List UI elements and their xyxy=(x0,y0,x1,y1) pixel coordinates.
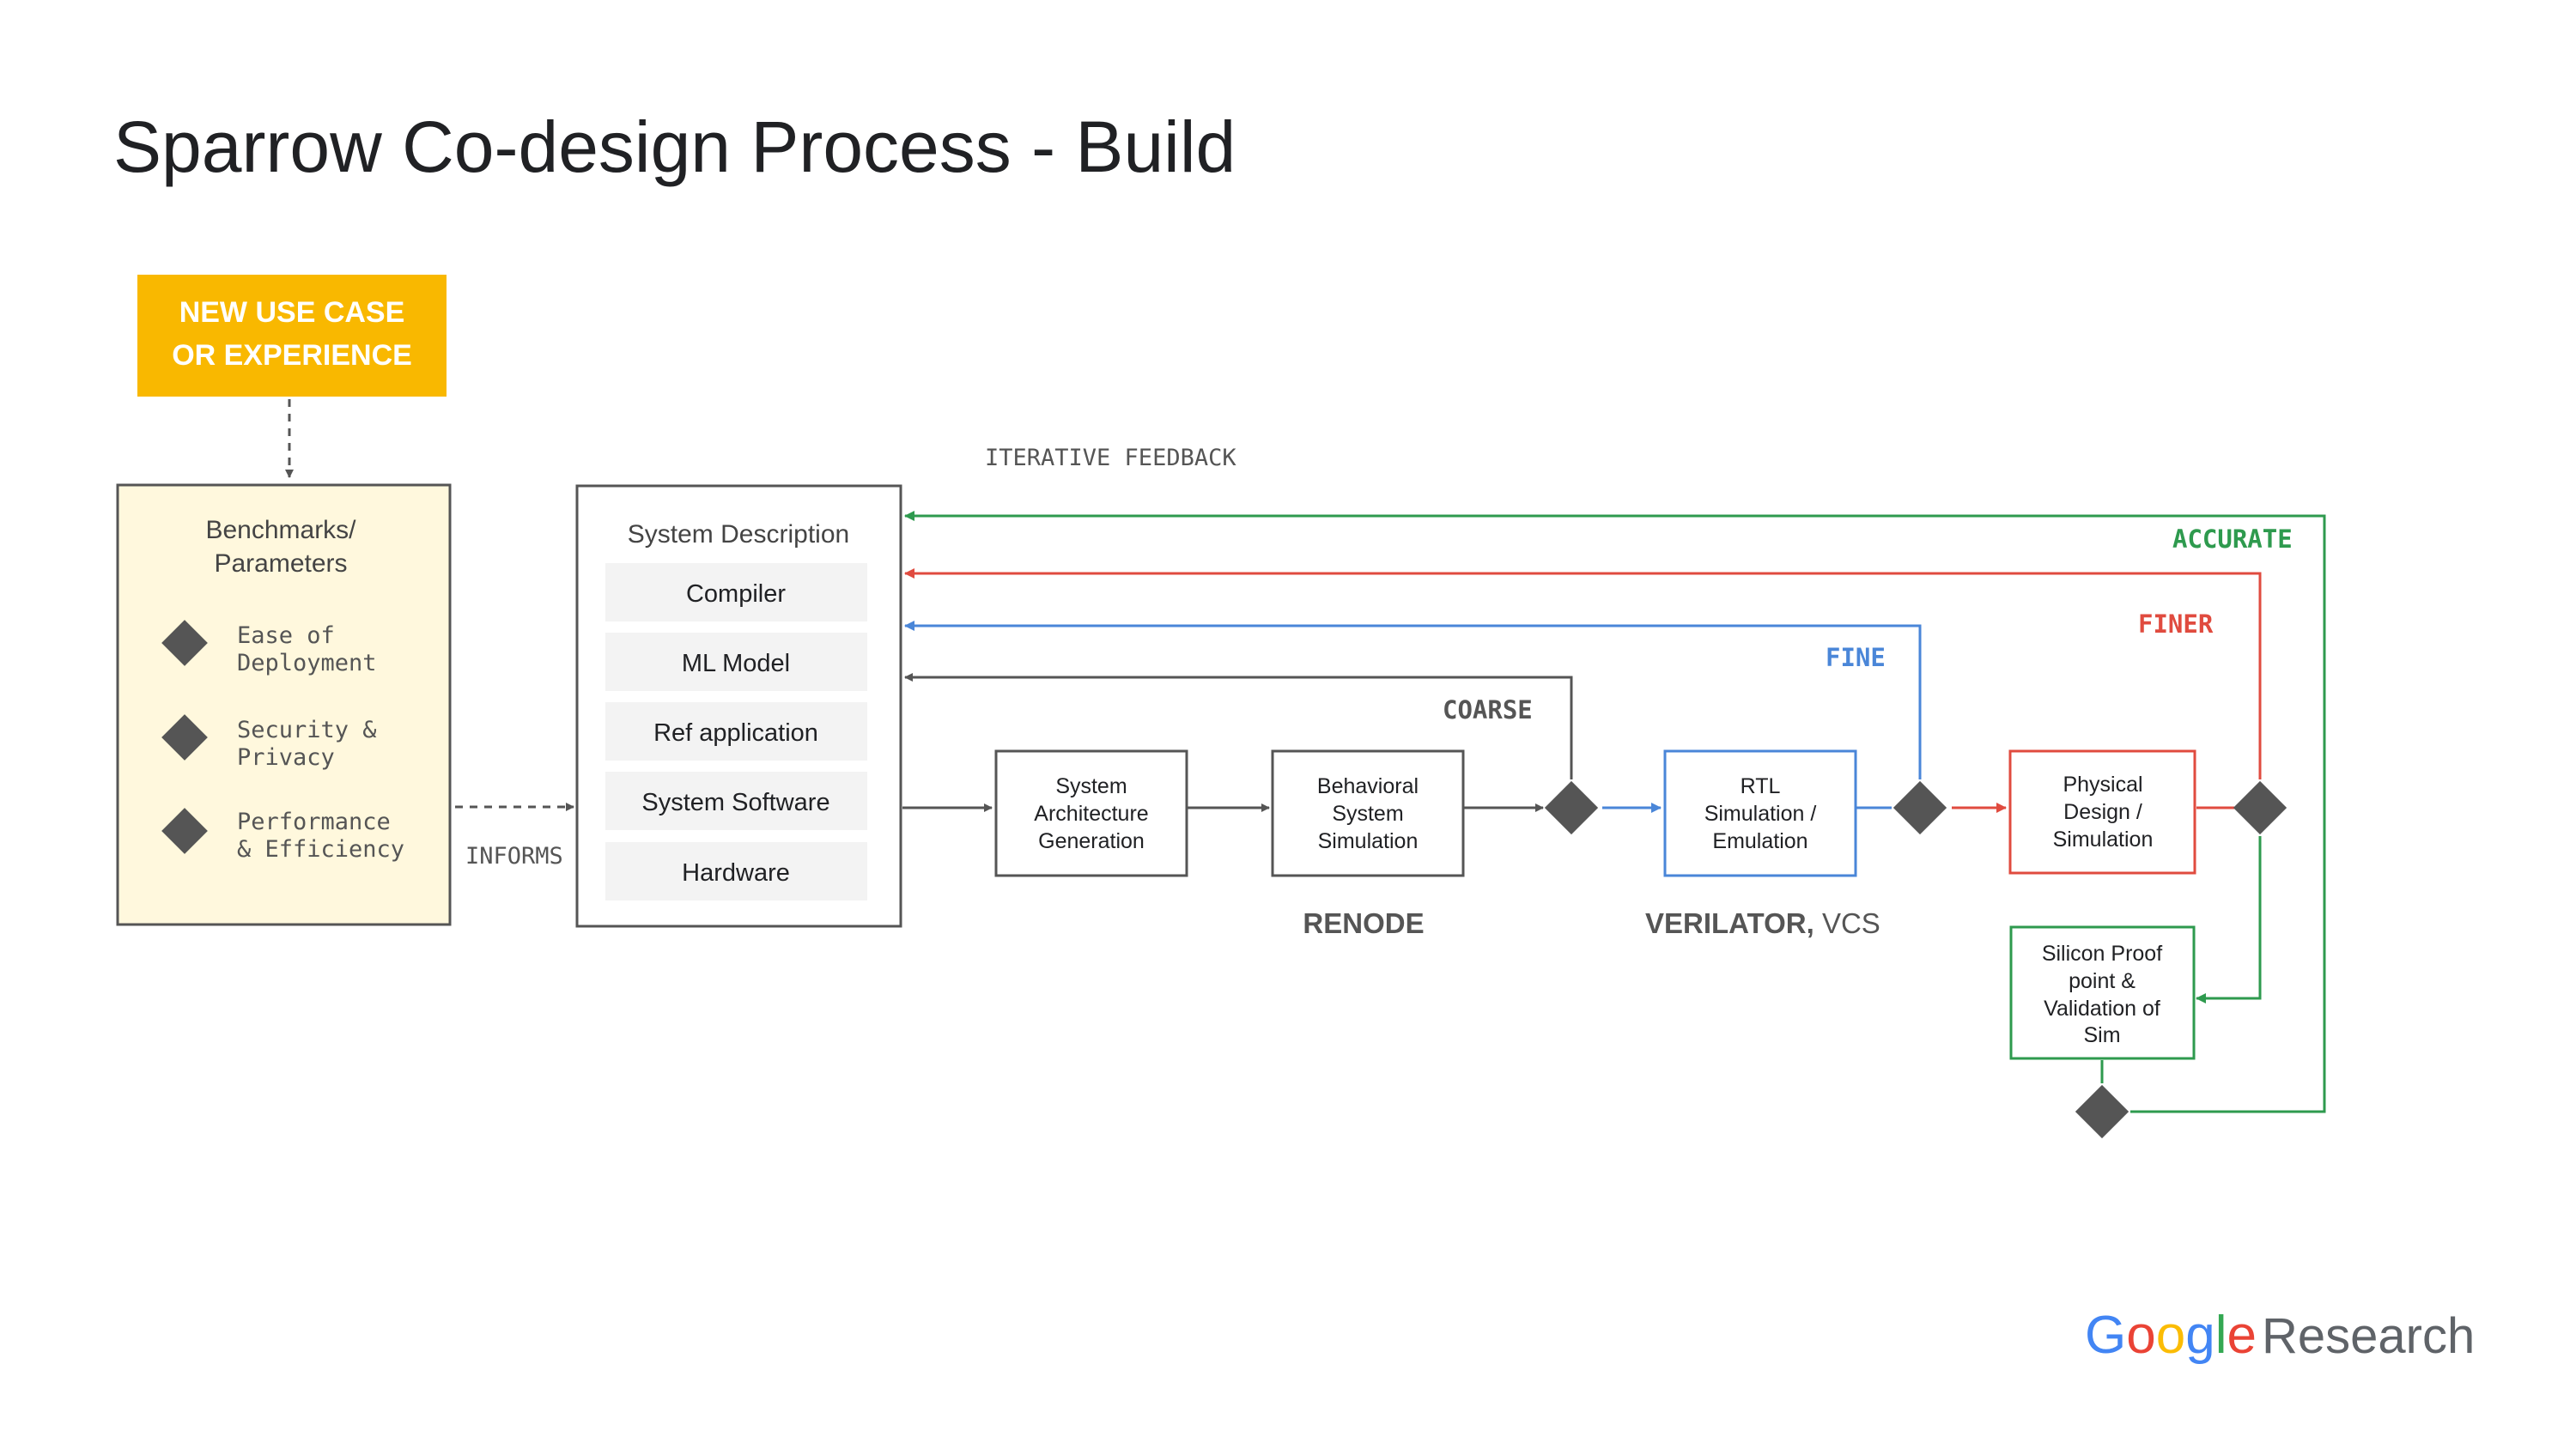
stage-rtl-box: RTL Simulation / Emulation xyxy=(1663,749,1857,877)
page-title: Sparrow Co-design Process - Build xyxy=(113,106,1236,187)
stage-physical-line1: Physical xyxy=(2063,773,2142,797)
stage-arch-box: System Architecture Generation xyxy=(994,749,1188,877)
stage-behavioral-line3: Simulation xyxy=(1318,829,1419,853)
stage-physical-line2: Design / xyxy=(2063,800,2142,824)
stage-rtl-line3: Emulation xyxy=(1712,829,1807,853)
benchmark-item-security-line2: Privacy xyxy=(237,744,335,771)
stage-arch-line3: Generation xyxy=(1038,829,1145,853)
benchmark-item-performance-line2: & Efficiency xyxy=(237,836,404,863)
logo-google: Google xyxy=(2085,1306,2257,1365)
stage-behavioral-line1: Behavioral xyxy=(1317,774,1419,798)
system-item-system-software xyxy=(605,772,867,830)
system-item-hardware-label: Hardware xyxy=(682,859,790,887)
stage-rtl-line2: Simulation / xyxy=(1704,802,1817,826)
benchmarks-box: Benchmarks/ Parameters Ease of Deploymen… xyxy=(116,483,452,926)
coarse-label: COARSE xyxy=(1443,695,1533,724)
stage-silicon-line3: Validation of xyxy=(2044,997,2160,1021)
accurate-feedback-line xyxy=(904,511,2326,1113)
tool-renode: RENODE xyxy=(1303,907,1424,939)
benchmarks-title-line1: Benchmarks/ xyxy=(205,516,356,544)
system-item-ml-model-label: ML Model xyxy=(682,650,790,677)
stage-physical-box: Physical Design / Simulation xyxy=(2008,749,2196,875)
fine-diamond-icon xyxy=(1893,780,1947,835)
stage-physical-line3: Simulation xyxy=(2053,828,2154,852)
tool-verilator: VERILATOR, xyxy=(1645,907,1814,939)
finer-feedback-line xyxy=(904,568,2262,779)
tool-verilator-vcs: VERILATOR, VCS xyxy=(1645,907,1880,939)
finer-diamond-icon xyxy=(2233,780,2287,835)
stage-behavioral-box: Behavioral System Simulation xyxy=(1271,749,1465,877)
iterative-feedback-label: ITERATIVE FEEDBACK xyxy=(985,445,1236,471)
system-item-ml-model xyxy=(605,633,867,691)
silicon-feed-line xyxy=(2196,836,2262,1003)
system-item-ref-application xyxy=(605,702,867,761)
system-item-ref-application-label: Ref application xyxy=(653,719,818,747)
benchmark-item-security-line1: Security & xyxy=(237,717,377,743)
accurate-diamond-icon xyxy=(2075,1084,2129,1139)
benchmarks-title-line2: Parameters xyxy=(214,549,347,578)
system-item-compiler xyxy=(605,563,867,621)
coarse-feedback-line xyxy=(904,673,1573,779)
logo-research: Research xyxy=(2262,1308,2475,1364)
benchmark-item-ease-line1: Ease of xyxy=(237,622,335,649)
system-item-hardware xyxy=(605,842,867,900)
stage-arch-line1: System xyxy=(1055,774,1127,798)
coarse-diamond-icon xyxy=(1544,780,1599,835)
stage-silicon-line4: Sim xyxy=(2083,1023,2120,1047)
stage-behavioral-line2: System xyxy=(1332,802,1403,826)
informs-label: INFORMS xyxy=(465,843,563,870)
system-description-title: System Description xyxy=(628,520,849,549)
use-case-line2: OR EXPERIENCE xyxy=(172,339,412,372)
stage-silicon-line2: point & xyxy=(2069,969,2136,993)
stage-rtl-line1: RTL xyxy=(1741,774,1781,798)
finer-label: FINER xyxy=(2138,609,2214,639)
use-case-line1: NEW USE CASE xyxy=(179,296,405,329)
tool-vcs: VCS xyxy=(1822,907,1880,939)
stage-silicon-line1: Silicon Proof xyxy=(2042,942,2162,966)
system-description-box: System Description Compiler ML Model Ref… xyxy=(575,484,902,928)
stage-silicon-box: Silicon Proof point & Validation of Sim xyxy=(2009,925,2196,1060)
benchmark-item-ease-line2: Deployment xyxy=(237,650,377,676)
accurate-label: ACCURATE xyxy=(2172,524,2293,554)
system-item-system-software-label: System Software xyxy=(641,789,829,816)
system-item-compiler-label: Compiler xyxy=(686,580,786,608)
google-research-logo: Google Research xyxy=(2085,1306,2475,1365)
new-use-case-box: NEW USE CASE OR EXPERIENCE xyxy=(137,275,447,397)
stage-arch-line2: Architecture xyxy=(1034,802,1148,826)
fine-feedback-line xyxy=(904,621,1922,779)
fine-label: FINE xyxy=(1826,643,1886,672)
benchmark-item-performance-line1: Performance xyxy=(237,809,391,835)
